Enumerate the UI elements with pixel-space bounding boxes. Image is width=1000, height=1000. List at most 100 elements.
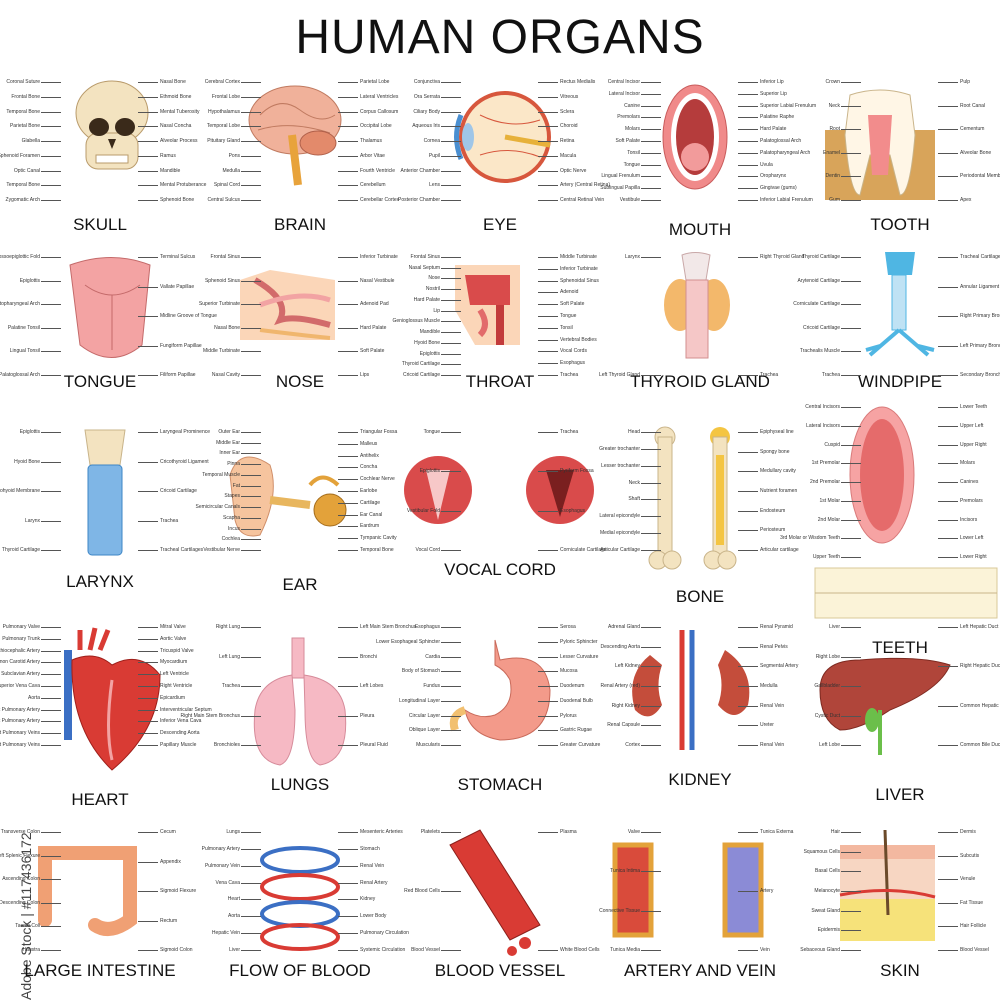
vocal-leader-line	[441, 432, 461, 433]
bone-leader-line	[738, 451, 758, 453]
intestine-leader-line	[138, 891, 158, 892]
brain-leader-line	[338, 96, 358, 98]
eye-leader-line	[538, 96, 558, 98]
skull-label: Nasal Concha	[160, 123, 192, 130]
eye-leader-line	[538, 126, 558, 128]
eye-leader-line	[441, 82, 461, 83]
tongue-label: Lingual Tonsil	[9, 348, 40, 355]
caption-large-intestine: LARGE INTESTINE	[24, 961, 176, 980]
teeth-label: 3rd Molar or Wisdom Teeth	[780, 535, 840, 542]
ear-label: Stapes	[224, 493, 240, 500]
intestine-leader-line	[138, 861, 158, 863]
stomach-leader-line	[441, 671, 461, 673]
skin-label: Basal Cells	[814, 868, 840, 875]
mouth-leader-line	[641, 176, 661, 178]
ear-label: Antihelix	[360, 452, 379, 459]
kidney-leader-line	[738, 646, 758, 648]
skull-leader-line	[41, 185, 61, 187]
teeth-label: 2nd Premolar	[809, 479, 840, 485]
kidney-leader-line	[738, 745, 758, 746]
liver-illustration	[819, 657, 951, 755]
stomach-leader-line	[441, 730, 461, 732]
eye-leader-line	[538, 82, 558, 83]
bone-leader-line	[738, 530, 758, 532]
teeth-label: Upper Teeth	[812, 554, 840, 560]
blood-label: Renal Artery	[360, 879, 388, 886]
brain-label: Parietal Lobe	[360, 79, 390, 85]
ear-leader-line	[241, 496, 261, 498]
stomach-label: Pyloric Sphincter	[560, 638, 598, 645]
ear-leader-line	[338, 502, 358, 504]
teeth-leader-line	[841, 425, 861, 427]
windpipe-label: Left Primary Bronchus	[960, 342, 1000, 349]
bone-label: Medial epicondyle	[599, 530, 640, 537]
lungs-label: Trachea	[221, 683, 240, 689]
caption-vocal-cord: VOCAL CORD	[444, 560, 556, 579]
tooth-label: Enamel	[823, 149, 840, 156]
skull-leader-line	[41, 96, 61, 98]
ear-label: Outer Ear	[218, 429, 240, 435]
ear-label: Pinna	[227, 461, 240, 468]
teeth-leader-line	[938, 444, 958, 446]
nose-label: Nasal Vestibule	[360, 277, 395, 284]
skull-label: Parietal Bone	[9, 123, 40, 130]
larynx-label: Trachea	[160, 517, 179, 524]
thyroid-label: Larynx	[624, 254, 640, 260]
blood-leader-line	[338, 865, 358, 867]
liver-leader-line	[841, 656, 861, 658]
heart-leader-line	[138, 745, 158, 746]
throat-label: Sphenoidal Sinus	[560, 277, 599, 284]
throat-label: Frontal Sinus	[410, 254, 440, 260]
throat-leader-line	[538, 280, 558, 282]
skin-label: Blood Vessel	[960, 947, 989, 953]
tooth-label: Apex	[960, 197, 972, 203]
artery-label: Vein	[760, 947, 770, 953]
ear-leader-line	[338, 455, 358, 457]
artery-vein-illustration	[612, 842, 764, 938]
bone-label: Endosteum	[760, 507, 786, 514]
blood-label: Pulmonary Vein	[204, 862, 240, 869]
ear-label: Temporal Bone	[360, 547, 394, 553]
tongue-label: Fungiform Papillae	[160, 342, 202, 349]
kidney-label: Renal Vein	[760, 702, 785, 709]
nose-label: Nasal Bone	[214, 324, 240, 331]
mouth-label: Gingivae (gums)	[760, 185, 797, 192]
ear-label: Incus	[228, 525, 240, 532]
bone-leader-line	[641, 448, 661, 450]
liver-label: Gallbladder	[814, 683, 840, 689]
teeth-leader-line	[938, 538, 958, 540]
windpipe-leader-line	[841, 304, 861, 306]
throat-illustration	[455, 265, 520, 345]
stomach-label: Circular Layer	[408, 712, 440, 719]
nose-leader-line	[241, 280, 261, 282]
ear-leader-line	[241, 517, 261, 519]
ear-label: Vestibular Nerve	[203, 547, 240, 553]
bone-leader-line	[738, 471, 758, 473]
kidney-leader-line	[738, 686, 758, 687]
ear-leader-line	[241, 464, 261, 466]
brain-leader-line	[338, 200, 358, 201]
blood-label: Renal Vein	[360, 862, 385, 869]
mouth-leader-line	[641, 117, 661, 119]
ear-leader-line	[338, 443, 358, 445]
throat-label: Epiglottis	[419, 350, 440, 357]
vocal-leader-line	[441, 550, 461, 551]
skull-illustration	[75, 80, 149, 170]
teeth-label: Incisors	[960, 516, 978, 523]
windpipe-leader-line	[841, 351, 861, 353]
blood-leader-line	[338, 916, 358, 918]
stomach-label: Duodenum	[560, 683, 585, 689]
kidney-leader-line	[738, 705, 758, 707]
heart-leader-line	[41, 686, 61, 687]
heart-label: Left Pulmonary Veins	[0, 742, 40, 748]
caption-heart: HEART	[71, 790, 129, 809]
brain-label: Thalamus	[360, 138, 382, 144]
brain-label: Frontal Lobe	[211, 93, 240, 100]
mouth-label: Molars	[624, 126, 640, 133]
ear-label: Triangular Fossa	[360, 429, 398, 435]
intestine-leader-line	[138, 950, 158, 951]
caption-teeth: TEETH	[872, 638, 928, 657]
